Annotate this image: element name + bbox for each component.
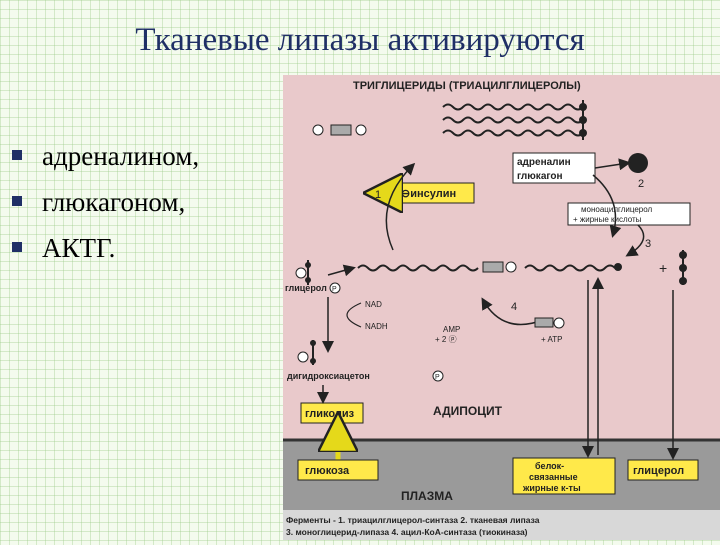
acyl-coa-top	[312, 124, 367, 136]
amp-pp-label: + 2 ⓟ	[435, 335, 457, 344]
monoglyceride-arrow	[625, 224, 645, 257]
receptor-icon	[628, 153, 648, 173]
bullet-item: глюкагоном,	[12, 186, 199, 232]
glycerol-plasma-box	[627, 459, 699, 481]
step-number-4: 4	[511, 301, 517, 313]
bullet-text: АКТГ.	[42, 233, 116, 263]
mag-line2: + жирные кислоты	[573, 215, 642, 224]
cell-background	[283, 75, 720, 440]
square-bullet-icon	[12, 196, 22, 206]
glycerol-to-tg-arrow	[327, 264, 356, 277]
enzymes-line2: 3. моноглицерид-липаза 4. ацил-КоА-синта…	[286, 527, 528, 537]
atp-label: + ATP	[541, 335, 562, 344]
nad-label: NAD	[365, 300, 382, 309]
glucose-label: глюкоза	[305, 465, 350, 477]
bullet-text: глюкагоном,	[42, 187, 186, 217]
hormone-glucagon: глюкагон	[517, 171, 563, 182]
dhap-phosphate-icon	[432, 370, 444, 382]
square-bullet-icon	[12, 242, 22, 252]
enzymes-line1: Ферменты - 1. триацилглицерол-синтаза 2.…	[286, 515, 540, 525]
hormone-box: адреналин глюкагон	[512, 152, 596, 184]
square-bullet-icon	[12, 150, 22, 160]
glycerol-phosphate-label: глицерол	[285, 283, 327, 293]
bullet-list: адреналином, глюкагоном, АКТГ.	[12, 140, 199, 278]
bullet-item: адреналином,	[12, 140, 199, 186]
dhap-molecule	[297, 340, 316, 365]
bullet-item: АКТГ.	[12, 232, 199, 278]
mag-line1: моноацилглицерол	[581, 205, 653, 214]
protein-bound-fa-box: белок- связанные жирные к-ты	[512, 457, 616, 495]
protein-fa-line1: белок-	[535, 461, 564, 471]
esterification-arrow	[385, 162, 416, 251]
step-number-2: 2	[638, 178, 644, 190]
phosphate-p: P	[332, 286, 337, 293]
lipolysis-diagram: ТРИГЛИЦЕРИДЫ (ТРИАЦИЛГЛИЦЕРОЛЫ) адренали…	[283, 75, 720, 540]
diagram-canvas: ТРИГЛИЦЕРИДЫ (ТРИАЦИЛГЛИЦЕРОЛЫ) адренали…	[283, 75, 720, 540]
amp-label: AMP	[443, 325, 460, 334]
enzyme-legend-bg	[283, 510, 720, 540]
lipase-activation-arrow	[594, 158, 631, 171]
adipocyte-label: АДИПОЦИТ	[433, 404, 503, 418]
nad-curve	[346, 302, 362, 328]
bullet-text: адреналином,	[42, 141, 200, 171]
phosphate-icon	[329, 282, 341, 294]
glycerol-plasma-label: глицерол	[633, 465, 684, 477]
protein-fa-line3: жирные к-ты	[522, 483, 581, 493]
monoacylglycerol-box: моноацилглицерол + жирные кислоты	[567, 202, 691, 226]
triglyceride-molecule	[442, 100, 587, 140]
atp-cycle	[481, 297, 565, 329]
protein-fa-line2: связанные	[529, 472, 578, 482]
fatty-acid-row	[295, 250, 687, 285]
slide-title: Тканевые липазы активируются	[135, 22, 585, 58]
plus-sign: +	[659, 260, 667, 276]
dhap-label: дигидроксиацетон	[287, 371, 370, 381]
triglycerides-title: ТРИГЛИЦЕРИДЫ (ТРИАЦИЛГЛИЦЕРОЛЫ)	[353, 80, 581, 92]
hormone-adrenaline: адреналин	[517, 157, 571, 168]
step-number-1: 1	[375, 189, 381, 201]
glucose-box	[297, 459, 379, 481]
dhap-phosphate-p: P	[435, 374, 440, 381]
plasma-label: ПЛАЗМА	[401, 489, 453, 503]
lipolysis-arrow	[592, 174, 622, 238]
nadh-label: NADH	[365, 322, 388, 331]
insulin-label: ⊖инсулин	[401, 188, 456, 200]
step-number-3: 3	[645, 238, 651, 250]
glycolysis-label: гликолиз	[305, 408, 355, 420]
